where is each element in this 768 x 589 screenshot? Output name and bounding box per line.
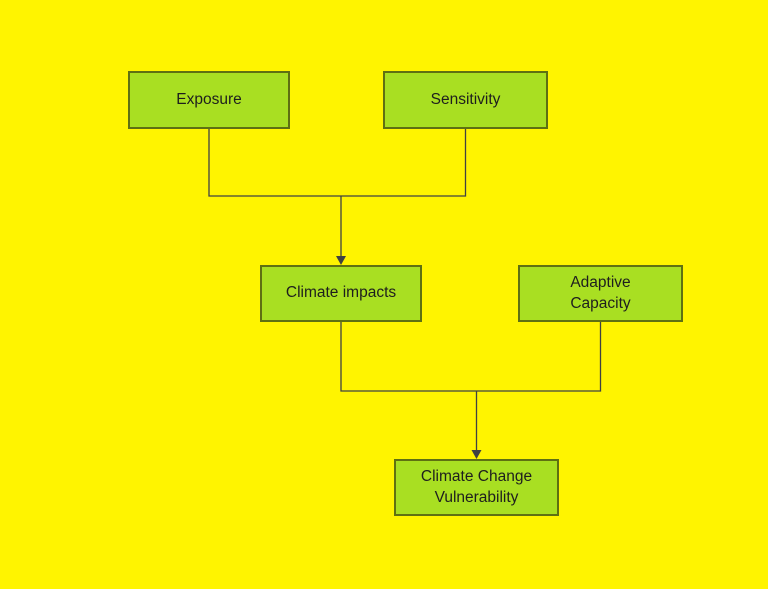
node-vulnerability-label-line2: Vulnerability — [434, 488, 519, 506]
node-sensitivity: Sensitivity — [383, 71, 548, 129]
node-adaptive-capacity: Adaptive Capacity — [518, 265, 683, 322]
node-sensitivity-label: Sensitivity — [430, 90, 501, 108]
node-climate-impacts: Climate impacts — [260, 265, 422, 322]
node-exposure: Exposure — [128, 71, 290, 129]
connector-exposure-sensitivity-merge — [208, 129, 467, 197]
node-adaptive-capacity-label-line2: Capacity — [570, 294, 631, 312]
connector-impacts-adaptive-merge — [340, 322, 602, 392]
arrowhead-to-climate-impacts — [336, 256, 346, 265]
node-climate-impacts-label: Climate impacts — [285, 284, 397, 302]
node-vulnerability-label-line1: Climate Change — [420, 467, 533, 485]
node-adaptive-capacity-label-line1: Adaptive — [570, 273, 631, 291]
arrowhead-to-vulnerability — [471, 450, 482, 459]
node-climate-change-vulnerability: Climate Change Vulnerability — [394, 459, 559, 516]
node-exposure-label: Exposure — [176, 90, 242, 108]
